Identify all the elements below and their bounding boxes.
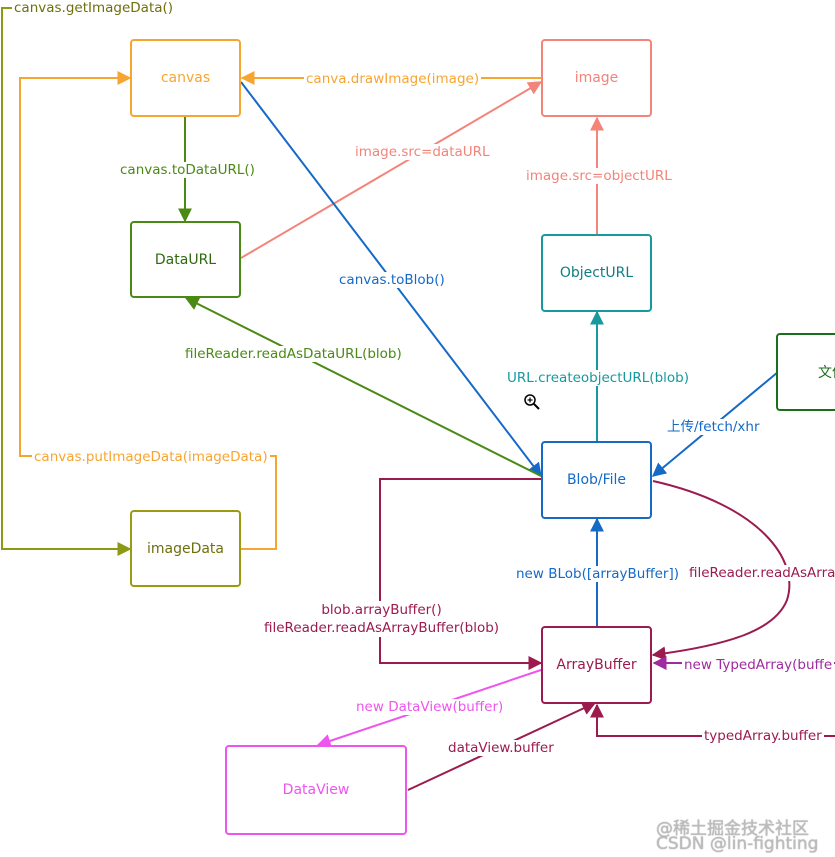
node-arraybuffer: ArrayBuffer bbox=[541, 626, 652, 704]
label-new-blob: new BLob([arrayBuffer]) bbox=[514, 566, 682, 582]
edge-read-as-data-url bbox=[184, 297, 542, 477]
label-new-data-view: new DataView(buffer) bbox=[354, 699, 506, 715]
node-image: image bbox=[541, 39, 652, 117]
label-read-as-array-buffer: fileReader.readAsArra bbox=[687, 565, 835, 581]
edge-read-as-array-buffer bbox=[651, 480, 791, 661]
label-draw-image: canva.drawImage(image) bbox=[304, 71, 482, 87]
label-to-data-url: canvas.toDataURL() bbox=[118, 162, 257, 178]
label-read-as-data-url: fileReader.readAsDataURL(blob) bbox=[183, 346, 404, 362]
label-create-object-url: URL.createobjectURL(blob) bbox=[505, 370, 691, 386]
label-typed-array-buffer: typedArray.buffer bbox=[702, 728, 824, 744]
node-blob-file: Blob/File bbox=[541, 441, 652, 519]
watermark-line2: CSDN @lin-fighting bbox=[656, 834, 819, 854]
label-upload: 上传/fetch/xhr bbox=[665, 419, 762, 435]
label-blob-array-buffer-line2: fileReader.readAsArrayBuffer(blob) bbox=[264, 620, 500, 636]
node-dataurl: DataURL bbox=[130, 221, 241, 298]
label-src-object-url: image.src=objectURL bbox=[524, 168, 674, 184]
label-get-image-data: canvas.getImageData() bbox=[12, 0, 176, 16]
node-imagedata: imageData bbox=[130, 510, 241, 587]
watermark-line1: @稀土掘金技术社区 bbox=[656, 819, 809, 839]
label-data-view-buffer: dataView.buffer bbox=[446, 740, 556, 756]
node-file: 文件 bbox=[776, 333, 835, 411]
node-dataview: DataView bbox=[225, 745, 407, 835]
label-blob-array-buffer: blob.arrayBuffer() fileReader.readAsArra… bbox=[262, 601, 502, 637]
edge-get-image-data bbox=[1, 7, 132, 556]
node-objecturl: ObjectURL bbox=[541, 234, 652, 312]
edge-blob-array-buffer bbox=[379, 478, 543, 670]
edge-src-data-url bbox=[240, 81, 543, 259]
node-canvas: canvas bbox=[130, 39, 241, 117]
label-new-typed-array: new TypedArray(buffe bbox=[682, 657, 835, 673]
label-src-data-url: image.src=dataURL bbox=[353, 144, 492, 160]
label-to-blob: canvas.toBlob() bbox=[337, 272, 447, 288]
label-blob-array-buffer-line1: blob.arrayBuffer() bbox=[321, 602, 442, 618]
zoom-in-icon bbox=[524, 394, 540, 410]
label-put-image-data: canvas.putImageData(imageData) bbox=[32, 449, 270, 465]
edge-put-image-data bbox=[19, 71, 277, 550]
